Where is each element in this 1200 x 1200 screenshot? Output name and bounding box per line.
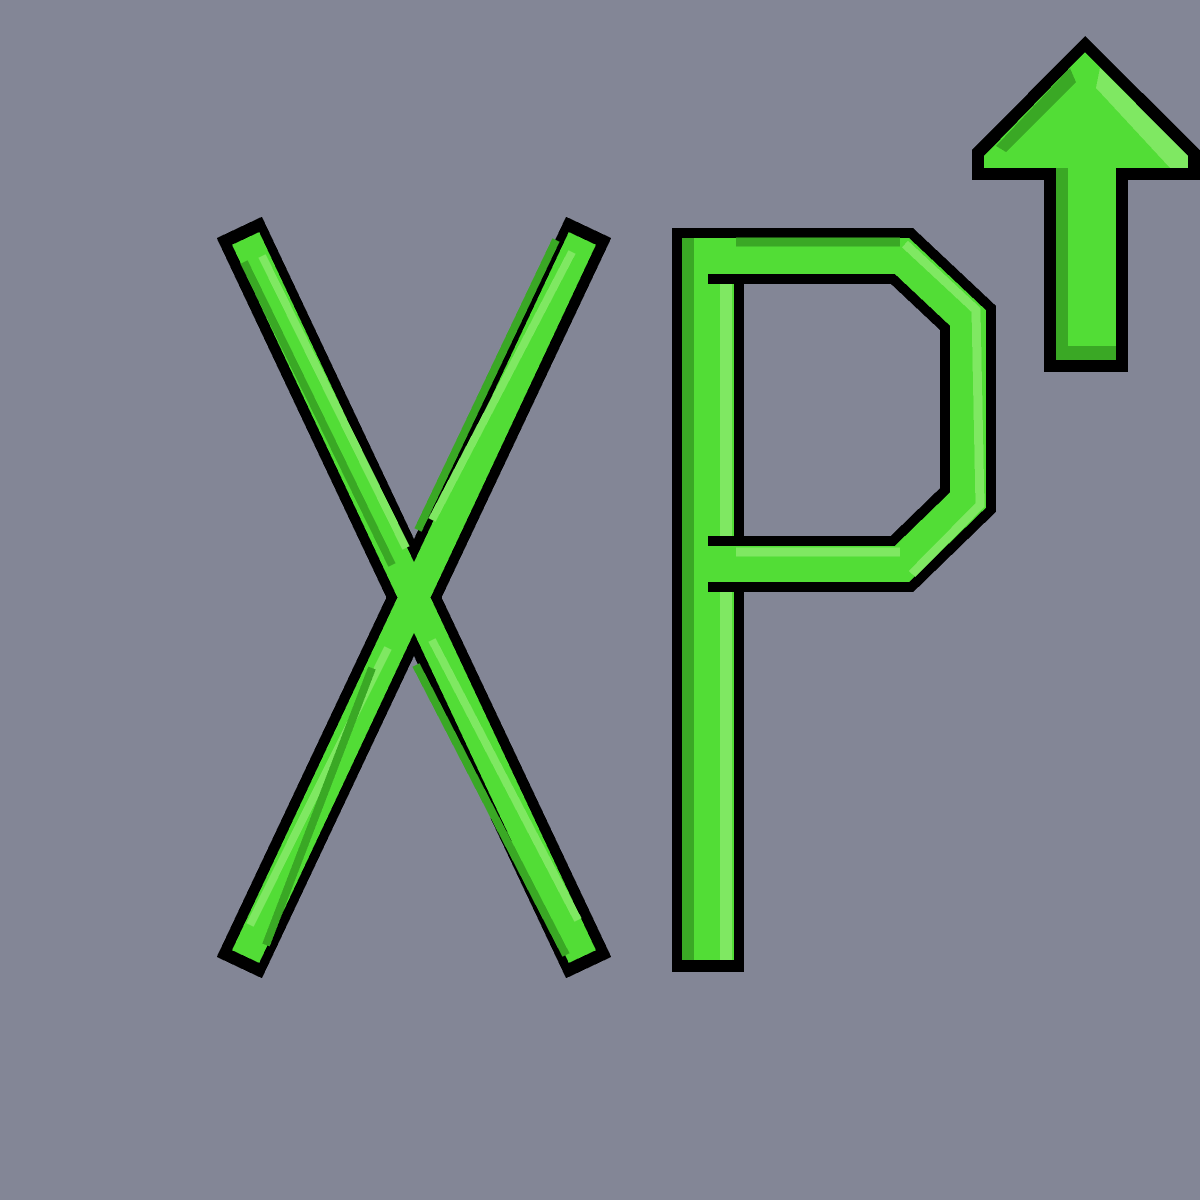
letter-x-glyph — [216, 216, 612, 979]
up-arrow-icon — [972, 36, 1200, 372]
letter-p-glyph — [672, 228, 996, 972]
